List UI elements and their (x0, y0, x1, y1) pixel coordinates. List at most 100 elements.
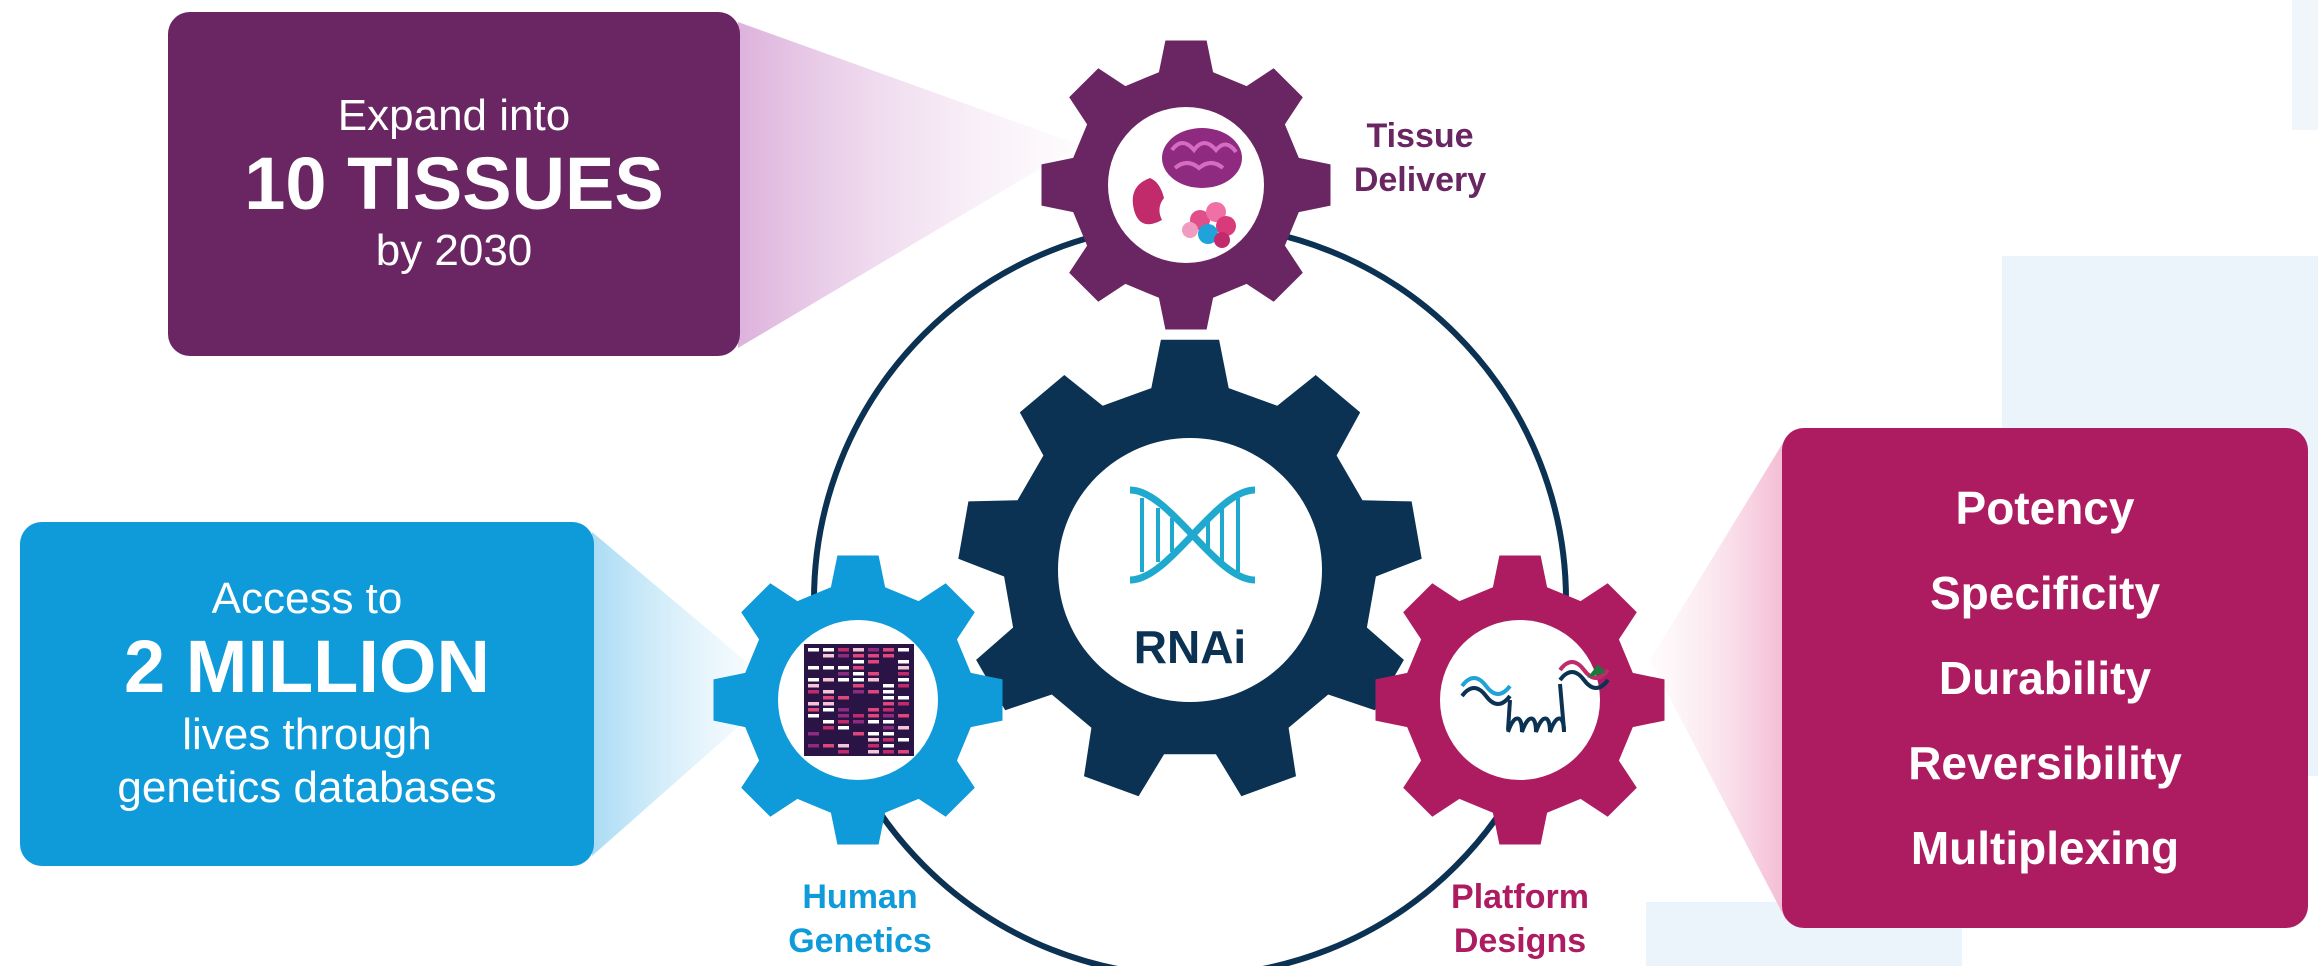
barcode-band (868, 660, 879, 664)
barcode-band (853, 660, 864, 664)
gear-platform-hole (1440, 620, 1600, 780)
barcode-band (883, 750, 894, 754)
sirna-duplex-icon (1460, 660, 1610, 733)
barcode-band (853, 684, 864, 688)
million-lives-box: Access to 2 MILLION lives through geneti… (20, 522, 594, 866)
barcode-band (808, 690, 819, 694)
barcode-band (838, 708, 849, 712)
barcode-band (883, 720, 894, 724)
dna-barcode-icon (804, 644, 914, 756)
barcode-band (868, 678, 879, 682)
barcode-band (838, 672, 849, 676)
million-line-1: Access to (211, 574, 403, 624)
barcode-band (808, 714, 819, 718)
million-line-2: 2 MILLION (124, 625, 490, 709)
barcode-band (898, 672, 909, 676)
barcode-band (883, 708, 894, 712)
barcode-band (868, 750, 879, 754)
barcode-band (823, 702, 834, 706)
platform-properties-box: Potency Specificity Durability Reversibi… (1782, 428, 2308, 928)
tissues-line-2: 10 TISSUES (244, 141, 664, 225)
background-panel-top (2292, 0, 2318, 130)
barcode-band (853, 732, 864, 736)
barcode-band (808, 708, 819, 712)
barcode-band (898, 750, 909, 754)
tissues-line-1: Expand into (337, 90, 571, 140)
barcode-band (838, 696, 849, 700)
barcode-band (808, 744, 819, 748)
barcode-band (823, 654, 834, 658)
barcode-band (838, 726, 849, 730)
barcode-band (808, 732, 819, 736)
barcode-band (838, 654, 849, 658)
barcode-band (898, 714, 909, 718)
barcode-band (883, 696, 894, 700)
barcode-band (883, 648, 894, 652)
barcode-band (838, 744, 849, 748)
barcode-band (868, 648, 879, 652)
property-item: Durability (1938, 652, 2152, 704)
platform-designs-gear (1375, 555, 1665, 845)
barcode-band (823, 666, 834, 670)
barcode-band (898, 666, 909, 670)
barcode-band (838, 648, 849, 652)
barcode-band (883, 684, 894, 688)
barcode-band (868, 732, 879, 736)
barcode-band (883, 744, 894, 748)
barcode-band (808, 678, 819, 682)
barcode-band (898, 660, 909, 664)
barcode-band (868, 672, 879, 676)
barcode-band (868, 738, 879, 742)
barcode-band (853, 654, 864, 658)
barcode-band (823, 696, 834, 700)
barcode-band (853, 720, 864, 724)
barcode-band (808, 702, 819, 706)
gear-center-hole (1058, 438, 1322, 702)
barcode-band (823, 690, 834, 694)
barcode-band (853, 666, 864, 670)
barcode-band (808, 684, 819, 688)
barcode-band (898, 726, 909, 730)
barcode-band (898, 696, 909, 700)
property-item: Multiplexing (1910, 822, 2180, 874)
barcode-band (898, 678, 909, 682)
million-line-4: genetics databases (117, 762, 497, 812)
barcode-band (883, 654, 894, 658)
barcode-band (868, 708, 879, 712)
rnai-center-gear (958, 339, 1422, 797)
beam-magenta (1650, 438, 1786, 920)
barcode-band (823, 720, 834, 724)
property-item: Reversibility (1908, 737, 2182, 789)
barcode-band (808, 666, 819, 670)
barcode-band (883, 732, 894, 736)
barcode-band (868, 690, 879, 694)
barcode-band (823, 678, 834, 682)
barcode-band (823, 726, 834, 730)
beam-blue (592, 532, 780, 856)
barcode-band (868, 744, 879, 748)
barcode-band (853, 690, 864, 694)
barcode-band (853, 678, 864, 682)
barcode-band (853, 672, 864, 676)
barcode-band (883, 726, 894, 730)
barcode-band (808, 648, 819, 652)
tissues-line-3: by 2030 (375, 226, 533, 276)
barcode-band (898, 702, 909, 706)
million-line-3: lives through (182, 710, 432, 760)
barcode-band (883, 702, 894, 706)
barcode-band (868, 720, 879, 724)
barcode-band (898, 684, 909, 688)
barcode-band (868, 714, 879, 718)
barcode-band (838, 714, 849, 718)
barcode-band (853, 648, 864, 652)
barcode-band (853, 714, 864, 718)
barcode-band (838, 720, 849, 724)
rnai-label: RNAi (1133, 621, 1247, 673)
barcode-band (823, 648, 834, 652)
brain-kidney-cells-icon (1132, 128, 1242, 248)
barcode-band (838, 750, 849, 754)
barcode-band (838, 678, 849, 682)
barcode-band (898, 648, 909, 652)
barcode-band (823, 708, 834, 712)
